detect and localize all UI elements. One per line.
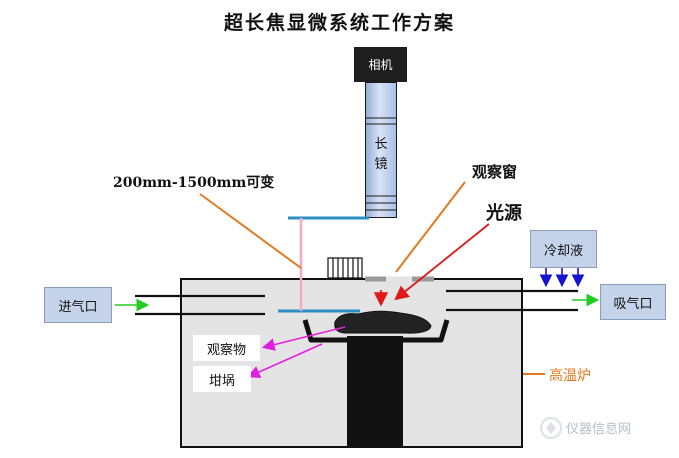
coolant-arrows [539,268,585,288]
pedestal [347,336,403,448]
watermark-text: 仪器信息网 [566,422,632,437]
light-arrow [394,223,490,301]
gas-pipes [135,289,578,316]
lens-rings [365,117,397,211]
lens-label: 长 镜 [374,137,388,172]
light-source-label: 光源 [486,203,522,224]
window-leader [395,181,466,273]
crucible-arrow [247,343,323,378]
inlet-label: 进气口 [44,287,112,323]
crucible-bowl [302,319,450,343]
furnace-label: 高温炉 [549,368,591,384]
sample-label: 观察物 [193,335,260,361]
outlet-label: 吸气口 [600,284,666,320]
watermark-logo-icon [540,417,562,439]
window-label: 观察窗 [472,163,518,181]
heat-sink [327,257,363,279]
distance-leader [199,193,302,269]
diagram-title: 超长焦显微系统工作方案 [223,12,455,34]
telephoto-lens [365,82,397,218]
camera: 相机 [354,47,407,82]
coolant-label: 冷却液 [530,230,597,268]
crucible-label: 坩埚 [193,366,251,392]
sample-object [334,310,432,334]
distance-label: 200mm-1500mm可变 [113,175,275,191]
sample-arrow [261,326,346,351]
